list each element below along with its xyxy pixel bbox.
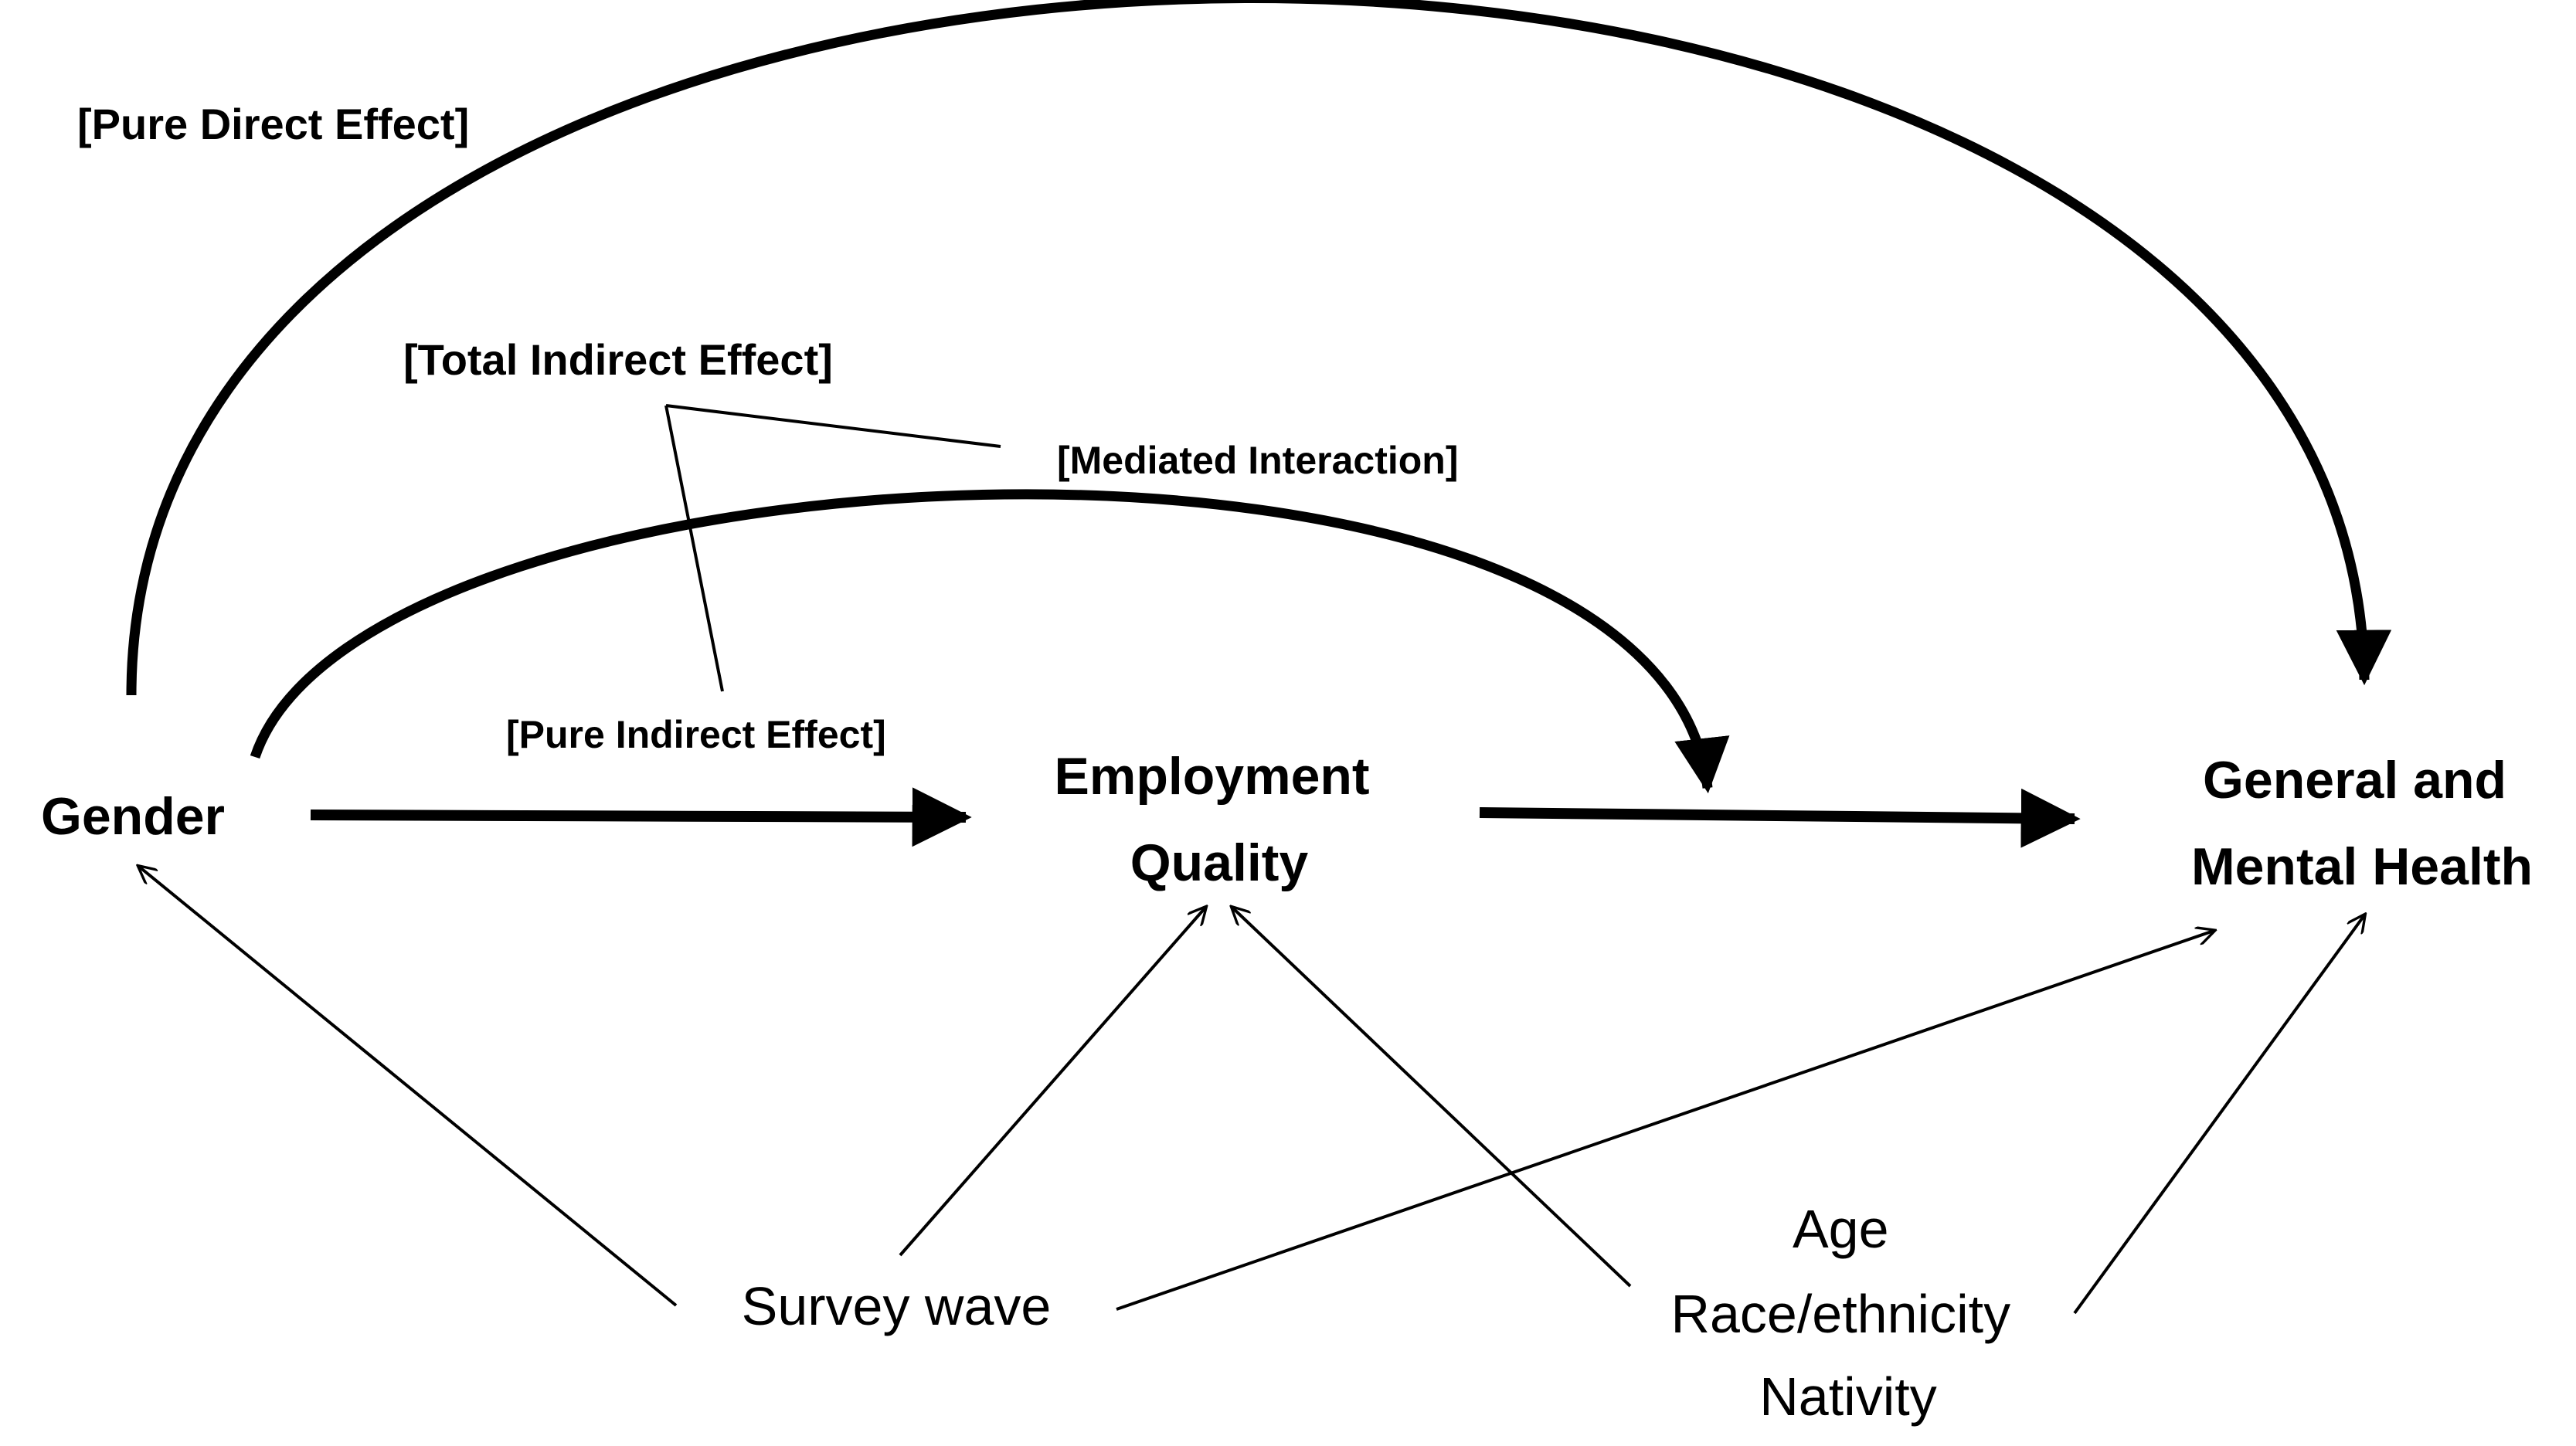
- label-pure-direct-effect: [Pure Direct Effect]: [77, 100, 469, 148]
- node-demographics: Age Race/ethnicity Nativity: [1670, 1199, 2025, 1427]
- employment-to-health-arrow: [1479, 788, 2081, 848]
- mediated-interaction-arc: [250, 489, 1730, 794]
- demographics-to-health-arrow: [2073, 915, 2364, 1315]
- label-pure-indirect-effect: [Pure Indirect Effect]: [506, 713, 886, 756]
- node-general-mental-health: General and Mental Health: [2191, 751, 2533, 896]
- pure-direct-effect-arc: [126, 0, 2392, 696]
- node-survey-wave: Survey wave: [742, 1276, 1052, 1336]
- wave-to-gender-arrow: [139, 867, 678, 1307]
- total-indirect-bracket: [664, 404, 1001, 692]
- gender-to-employment-arrow: [310, 787, 972, 847]
- demographics-to-employment-arrow: [1232, 908, 1632, 1288]
- wave-to-employment-arrow: [899, 908, 1205, 1257]
- node-gender: Gender: [41, 787, 225, 846]
- wave-to-health-arrow: [1116, 931, 2214, 1311]
- node-employment-quality: Employment Quality: [1055, 747, 1385, 892]
- label-total-indirect-effect: [Total Indirect Effect]: [403, 335, 833, 384]
- label-mediated-interaction: [Mediated Interaction]: [1057, 439, 1458, 482]
